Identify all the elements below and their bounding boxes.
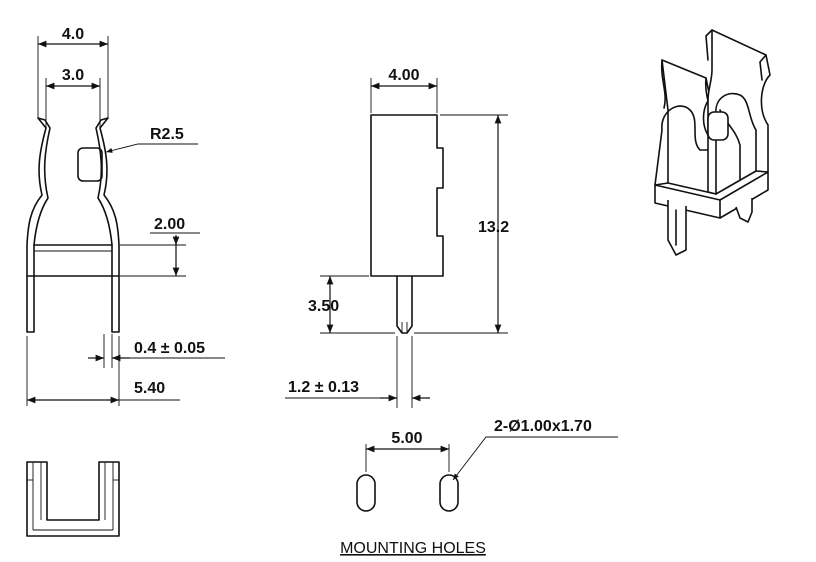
svg-text:1.2 ± 0.13: 1.2 ± 0.13 bbox=[288, 379, 359, 396]
bottom-view bbox=[26, 461, 120, 537]
front-view-right-arm bbox=[95, 117, 120, 333]
side-view-pin bbox=[396, 275, 413, 334]
dim-pin-width-value: 1.2 bbox=[288, 379, 310, 396]
dim-hole-pitch: 5.00 bbox=[391, 430, 422, 447]
dim-side-width: 4.00 bbox=[388, 67, 419, 84]
dim-overall-width: 5.40 bbox=[134, 380, 165, 397]
dim-height-lower: 2.00 bbox=[154, 216, 185, 233]
dim-radius: R2.5 bbox=[150, 126, 184, 143]
isometric-view bbox=[654, 29, 771, 256]
dim-pin-width-tol: 0.13 bbox=[328, 379, 359, 396]
svg-text:0.4 ± 0.05: 0.4 ± 0.05 bbox=[134, 340, 205, 357]
dim-width-outer: 4.0 bbox=[62, 26, 84, 43]
dim-side-height: 13.2 bbox=[478, 219, 509, 236]
front-view: 4.0 3.0 R2.5 2.00 0.4 ± 0.05 5.40 bbox=[26, 26, 225, 406]
mounting-holes: 5.00 2-Ø1.00x1.70 MOUNTING HOLES bbox=[340, 418, 618, 557]
side-view: 4.00 13.2 3.50 1.2 ± 0.13 bbox=[285, 67, 509, 408]
front-view-window bbox=[77, 147, 103, 182]
dim-thickness-sign: ± bbox=[161, 340, 170, 357]
front-view-left-arm bbox=[26, 117, 51, 333]
dim-pin-length: 3.50 bbox=[308, 298, 339, 315]
dim-width-inner: 3.0 bbox=[62, 67, 84, 84]
mounting-hole-right bbox=[439, 474, 459, 512]
mounting-holes-caption: MOUNTING HOLES bbox=[340, 540, 486, 557]
dim-pin-width-sign: ± bbox=[315, 379, 324, 396]
dim-hole-size: 2-Ø1.00x1.70 bbox=[494, 418, 592, 435]
mounting-hole-left bbox=[356, 474, 376, 512]
dim-thickness-value: 0.4 bbox=[134, 340, 156, 357]
dim-thickness-tol: 0.05 bbox=[174, 340, 205, 357]
side-view-body bbox=[370, 114, 444, 277]
